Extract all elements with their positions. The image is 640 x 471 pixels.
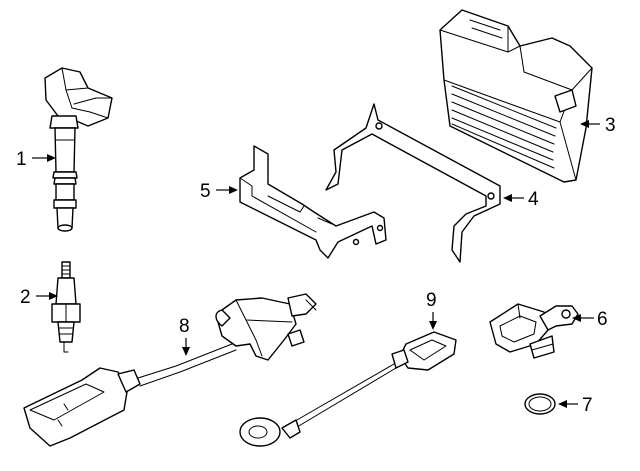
callout-2-label: 2 xyxy=(20,287,31,308)
knock-sensor xyxy=(239,331,457,447)
ignition-coil xyxy=(44,67,113,232)
callout-9-label: 9 xyxy=(426,290,437,311)
callout-6-label: 6 xyxy=(597,309,608,330)
callout-9: 9 xyxy=(426,290,437,330)
engine-control-module xyxy=(439,9,593,183)
callout-4: 4 xyxy=(503,189,539,210)
o-ring-seal xyxy=(524,393,556,415)
bracket xyxy=(239,145,387,259)
callout-8: 8 xyxy=(179,316,190,356)
callout-5: 5 xyxy=(200,181,238,202)
callout-6: 6 xyxy=(572,309,608,330)
callout-2: 2 xyxy=(20,287,58,308)
callout-3: 3 xyxy=(580,115,616,136)
crankshaft-position-sensor xyxy=(23,293,317,447)
callout-1: 1 xyxy=(16,149,56,170)
spark-plug xyxy=(51,261,81,353)
callout-4-label: 4 xyxy=(528,189,539,210)
callout-7-label: 7 xyxy=(582,395,593,416)
callout-1-label: 1 xyxy=(16,149,27,170)
callout-3-label: 3 xyxy=(605,115,616,136)
mounting-bracket xyxy=(325,103,501,263)
camshaft-position-sensor xyxy=(489,303,579,359)
callout-5-label: 5 xyxy=(200,181,211,202)
callout-8-label: 8 xyxy=(179,316,190,337)
callout-7: 7 xyxy=(558,395,593,416)
